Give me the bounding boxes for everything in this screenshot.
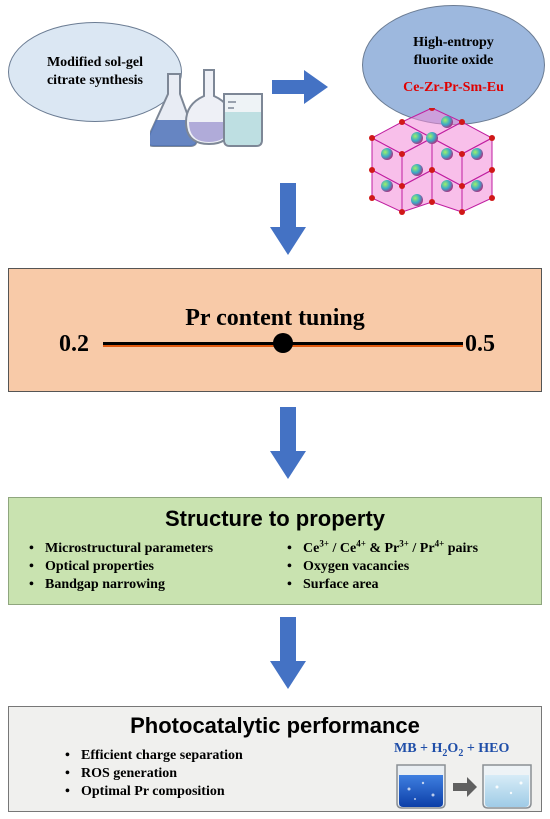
structure-property-box: Structure to property Microstructural pa… — [8, 497, 542, 605]
photo-title: Photocatalytic performance — [130, 713, 420, 738]
crystal-structure-icon — [369, 108, 495, 215]
pr-symbol: Pr — [384, 541, 400, 556]
ce-symbol: Ce — [339, 541, 357, 556]
oxide-line2: fluorite oxide — [413, 53, 494, 68]
structure-right-list: Ce3+ / Ce4+ & Pr3+ / Pr4+ pairs Oxygen v… — [287, 538, 479, 594]
reaction-heo: + HEO — [463, 741, 510, 756]
tuning-min-label: 0.2 — [59, 331, 89, 357]
beakers-icon — [396, 764, 532, 809]
list-item: Surface area — [287, 576, 478, 594]
pairs-word: pairs — [447, 541, 479, 556]
photocatalytic-box: Photocatalytic performance Efficient cha… — [8, 706, 542, 812]
photo-list: Efficient charge separation ROS generati… — [65, 747, 243, 801]
structure-title: Structure to property — [164, 506, 386, 531]
oxide-ellipse: High-entropy fluorite oxide Ce-Zr-Pr-Sm-… — [362, 5, 545, 125]
tuning-title: Pr content tuning — [185, 305, 365, 331]
synthesis-line2: citrate synthesis — [46, 73, 144, 88]
pr-tuning-box: Pr content tuning 0.2 0.5 — [8, 268, 542, 392]
ampersand: & — [369, 541, 381, 556]
ce3-charge: 3+ — [319, 538, 329, 549]
pr-symbol: Pr — [419, 541, 435, 556]
right-arrow-icon — [272, 70, 328, 104]
synthesis-ellipse: Modified sol-gel citrate synthesis — [8, 22, 182, 122]
structure-left-list: Microstructural parameters Optical prope… — [29, 540, 213, 594]
synthesis-line1: Modified sol-gel — [46, 55, 144, 70]
list-item: Optical properties — [29, 558, 213, 576]
ce-symbol: Ce — [303, 541, 320, 556]
down-arrow-icon — [270, 407, 306, 479]
ce4-charge: 4+ — [356, 538, 366, 549]
oxide-line1: High-entropy — [413, 35, 494, 50]
lab-glassware-icon — [150, 69, 263, 147]
reaction-mb: MB + H — [394, 741, 443, 756]
tuning-slider-knob[interactable] — [273, 333, 293, 353]
reaction-sub: 2 — [442, 747, 448, 759]
list-item: ROS generation — [65, 765, 243, 783]
pr4-charge: 4+ — [434, 538, 445, 549]
down-arrow-icon — [270, 183, 306, 255]
list-item: Bandgap narrowing — [29, 576, 213, 594]
reaction-sub: 2 — [458, 747, 464, 759]
down-arrow-icon — [270, 617, 306, 689]
list-item: Microstructural parameters — [29, 540, 213, 558]
list-item: Optimal Pr composition — [65, 783, 243, 801]
reaction-label: MB + H2O2 + HEO — [394, 741, 510, 759]
oxide-formula: Ce-Zr-Pr-Sm-Eu — [403, 80, 504, 95]
tuning-max-label: 0.5 — [465, 331, 495, 357]
list-item: Efficient charge separation — [65, 747, 243, 765]
list-item-ion-pairs: Ce3+ / Ce4+ & Pr3+ / Pr4+ pairs — [287, 538, 479, 558]
reaction-o: O — [447, 741, 459, 756]
pr3-charge: 3+ — [399, 538, 409, 549]
list-item: Oxygen vacancies — [287, 558, 478, 576]
